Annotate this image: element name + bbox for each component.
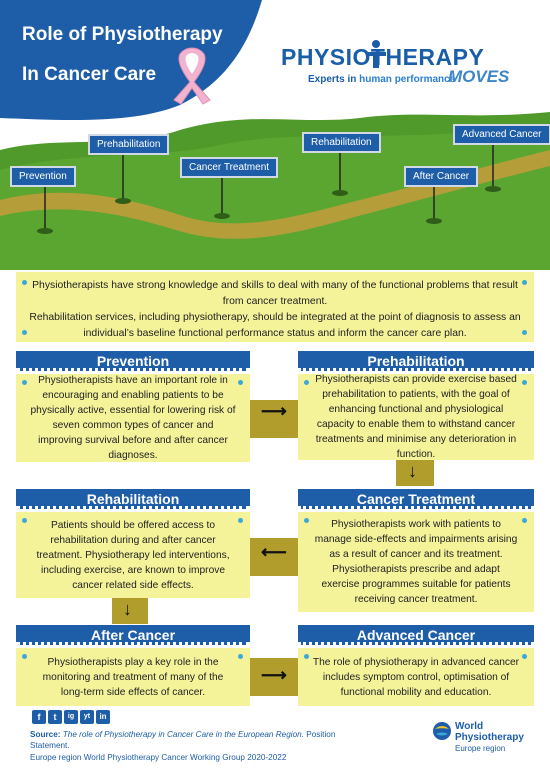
source-citation: Source: The role of Physiotherapy in Can… <box>30 730 336 750</box>
sign-prevention: Prevention <box>10 166 76 187</box>
wp-region: Europe region <box>455 744 506 753</box>
sign-prehabilitation: Prehabilitation <box>88 134 170 155</box>
prehabilitation-heading: Prehabilitation <box>298 351 534 371</box>
corner-dot <box>304 380 309 385</box>
physio-figure-icon <box>366 40 386 68</box>
advanced-cancer-heading: Advanced Cancer <box>298 625 534 645</box>
corner-dot <box>304 654 309 659</box>
wp-name-line1: World <box>455 721 484 732</box>
corner-dot <box>238 518 243 523</box>
connector-prehab-treatment <box>396 460 434 486</box>
instagram-icon[interactable]: ig <box>64 710 78 724</box>
corner-dot <box>522 518 527 523</box>
corner-dot <box>22 654 27 659</box>
sign-after-cancer: After Cancer <box>404 166 479 187</box>
intro-paragraph-2: Rehabilitation services, including physi… <box>29 312 521 339</box>
corner-dot <box>22 380 27 385</box>
arrow-left-icon: ⟵ <box>261 542 287 562</box>
facebook-icon[interactable]: f <box>32 710 46 724</box>
corner-dot <box>22 518 27 523</box>
corner-dot <box>22 330 27 335</box>
brand-logo-text: PHYSIOTHERAPY <box>281 44 485 70</box>
connector-treatment-rehab <box>250 538 298 576</box>
after-cancer-heading: After Cancer <box>16 625 250 645</box>
connector-prevention-prehab <box>250 400 298 438</box>
corner-dot <box>522 280 527 285</box>
connector-after-advanced <box>250 658 298 696</box>
intro-panel: Physiotherapists have strong knowledge a… <box>16 272 534 342</box>
corner-dot <box>522 330 527 335</box>
corner-dot <box>522 654 527 659</box>
connector-rehab-after <box>112 598 148 624</box>
cancer-treatment-heading: Cancer Treatment <box>298 489 534 509</box>
arrow-right-icon: ⟶ <box>261 665 287 685</box>
twitter-icon[interactable]: t <box>48 710 62 724</box>
brand-tagline: Experts in human performance <box>308 74 456 85</box>
advanced-cancer-body: The role of physiotherapy in advanced ca… <box>298 648 534 706</box>
intro-paragraph-1: Physiotherapists have strong knowledge a… <box>32 280 518 307</box>
cancer-treatment-body: Physiotherapists work with patients to m… <box>298 512 534 612</box>
youtube-icon[interactable]: yt <box>80 710 94 724</box>
sign-cancer-treatment: Cancer Treatment <box>180 157 279 178</box>
arrow-down-icon: ↓ <box>123 599 132 619</box>
pink-ribbon-icon <box>173 47 211 105</box>
rehabilitation-body: Patients should be offered access to reh… <box>16 512 250 598</box>
road <box>0 150 550 239</box>
sign-rehabilitation: Rehabilitation <box>302 132 381 153</box>
wp-name-line2: Physiotherapy <box>455 732 524 743</box>
source-working-group: Europe region World Physiotherapy Cancer… <box>30 753 287 762</box>
rehabilitation-heading: Rehabilitation <box>16 489 250 509</box>
arrow-right-icon: ⟶ <box>261 401 287 421</box>
after-cancer-body: Physiotherapists play a key role in the … <box>16 648 250 706</box>
linkedin-icon[interactable]: in <box>96 710 110 724</box>
brand-moves: MOVES <box>448 67 510 86</box>
corner-dot <box>22 280 27 285</box>
world-physiotherapy-logo-icon <box>433 722 451 740</box>
page-title: Role of Physiotherapy <box>22 24 223 45</box>
prevention-body: Physiotherapists have an important role … <box>16 374 250 462</box>
corner-dot <box>238 380 243 385</box>
corner-dot <box>238 654 243 659</box>
corner-dot <box>522 380 527 385</box>
arrow-down-icon: ↓ <box>408 461 417 481</box>
sign-advanced-cancer: Advanced Cancer <box>453 124 550 145</box>
prehabilitation-body: Physiotherapists can provide exercise ba… <box>298 374 534 460</box>
corner-dot <box>304 518 309 523</box>
page-subtitle: In Cancer Care <box>22 64 157 85</box>
prevention-heading: Prevention <box>16 351 250 371</box>
